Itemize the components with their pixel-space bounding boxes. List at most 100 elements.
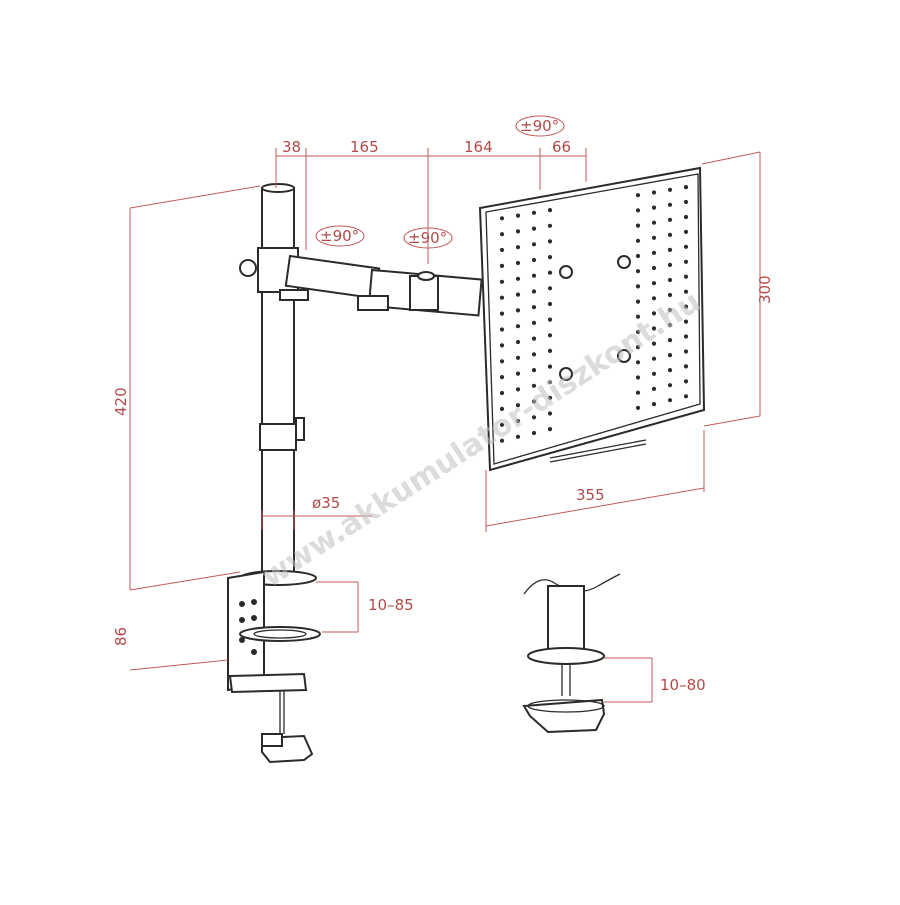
- plate-hole: [547, 239, 553, 244]
- plate-hole: [651, 402, 657, 407]
- plate-hole: [683, 334, 689, 339]
- plate-hole: [531, 210, 537, 215]
- dim-plate-offset: 66: [552, 138, 571, 156]
- plate-hole: [515, 339, 521, 345]
- plate-hole: [667, 398, 673, 403]
- plate-hole: [651, 265, 657, 271]
- plate-hole: [683, 185, 689, 190]
- plate-hole: [667, 232, 673, 237]
- plate-hole: [635, 345, 641, 350]
- plate-hole: [547, 286, 553, 291]
- plate-hole: [547, 348, 553, 353]
- vesa-plate: [478, 166, 706, 472]
- plate-hole: [667, 277, 673, 283]
- plate-hole: [651, 311, 657, 316]
- dim-pole-diameter: ø35: [312, 494, 340, 512]
- plate-hole: [635, 390, 641, 395]
- plate-hole: [683, 214, 689, 220]
- plate-hole: [499, 232, 505, 237]
- plate-hole: [635, 238, 641, 243]
- plate-hole: [515, 387, 521, 392]
- watermark: www.akkumulator-diszkont.hu: [255, 284, 707, 594]
- plate-hole: [531, 430, 537, 436]
- dim-plate-width: 355: [576, 486, 605, 504]
- rotation-joint-2-label: ±90°: [408, 229, 447, 247]
- plate-hole: [651, 356, 657, 361]
- plate-hole: [499, 311, 505, 316]
- plate-hole: [683, 259, 689, 264]
- plate-hole: [531, 273, 537, 278]
- plate-hole: [635, 299, 641, 304]
- plate-hole: [667, 383, 673, 388]
- plate-hole: [547, 411, 553, 416]
- plate-hole: [499, 375, 505, 380]
- plate-hole: [515, 213, 521, 218]
- plate-hole: [635, 314, 641, 319]
- plate-hole: [683, 304, 689, 309]
- plate-hole: [683, 364, 689, 369]
- plate-hole: [635, 193, 641, 198]
- plate-hole: [547, 208, 553, 213]
- plate-hole: [531, 242, 537, 247]
- plate-hole: [683, 229, 689, 234]
- rotation-top-label: ±90°: [520, 117, 559, 135]
- plate-hole: [667, 322, 673, 328]
- plate-hole: [547, 333, 553, 338]
- plate-hole: [651, 386, 657, 391]
- plate-hole: [547, 395, 553, 400]
- plate-hole: [635, 269, 641, 274]
- plate-hole: [635, 375, 641, 380]
- plate-hole: [651, 371, 657, 376]
- plate-hole: [547, 270, 553, 275]
- plate-hole: [547, 427, 553, 432]
- plate-hole: [683, 349, 689, 354]
- plate-hole: [499, 390, 505, 396]
- plate-hole: [515, 260, 521, 266]
- plate-hole: [635, 360, 641, 365]
- plate-hole: [547, 255, 553, 260]
- plate-hole: [667, 262, 673, 267]
- plate-hole: [515, 245, 521, 250]
- plate-hole: [531, 415, 537, 420]
- plate-hole: [515, 229, 521, 234]
- plate-hole: [683, 379, 689, 384]
- dim-clamp-range: 10–85: [368, 596, 414, 614]
- plate-hole: [499, 216, 505, 221]
- plate-hole: [651, 190, 657, 195]
- plate-hole: [667, 307, 673, 313]
- plate-hole: [499, 295, 505, 300]
- dim-grommet-range: 10–80: [660, 676, 706, 694]
- plate-hole: [547, 380, 553, 385]
- plate-hole: [499, 359, 505, 364]
- plate-hole: [531, 320, 537, 325]
- plate-hole: [651, 220, 657, 225]
- plate-hole: [531, 226, 537, 231]
- plate-hole: [547, 364, 553, 369]
- dim-plate-height: 300: [756, 275, 774, 304]
- plate-hole: [635, 329, 641, 334]
- plate-hole: [667, 247, 673, 252]
- plate-hole: [531, 383, 537, 388]
- plate-hole: [531, 352, 537, 357]
- plate-hole: [531, 399, 537, 404]
- plate-hole: [515, 403, 521, 408]
- plate-hole: [667, 353, 673, 358]
- dim-top-offset: 38: [282, 138, 301, 156]
- grommet-mount: [522, 573, 621, 734]
- plate-hole: [683, 394, 689, 399]
- plate-hole: [499, 343, 505, 348]
- plate-hole: [499, 406, 505, 411]
- pole: [257, 183, 305, 581]
- plate-hole: [683, 289, 689, 294]
- plate-hole: [547, 301, 553, 307]
- plate-hole: [547, 317, 553, 322]
- plate-hole: [515, 418, 521, 424]
- plate-hole: [531, 289, 537, 294]
- plate-hole: [499, 327, 505, 332]
- dim-pole-height: 420: [112, 387, 130, 416]
- plate-hole: [515, 292, 521, 297]
- rotation-joint-1-label: ±90°: [320, 227, 359, 245]
- plate-hole: [635, 405, 641, 410]
- plate-hole: [515, 324, 521, 329]
